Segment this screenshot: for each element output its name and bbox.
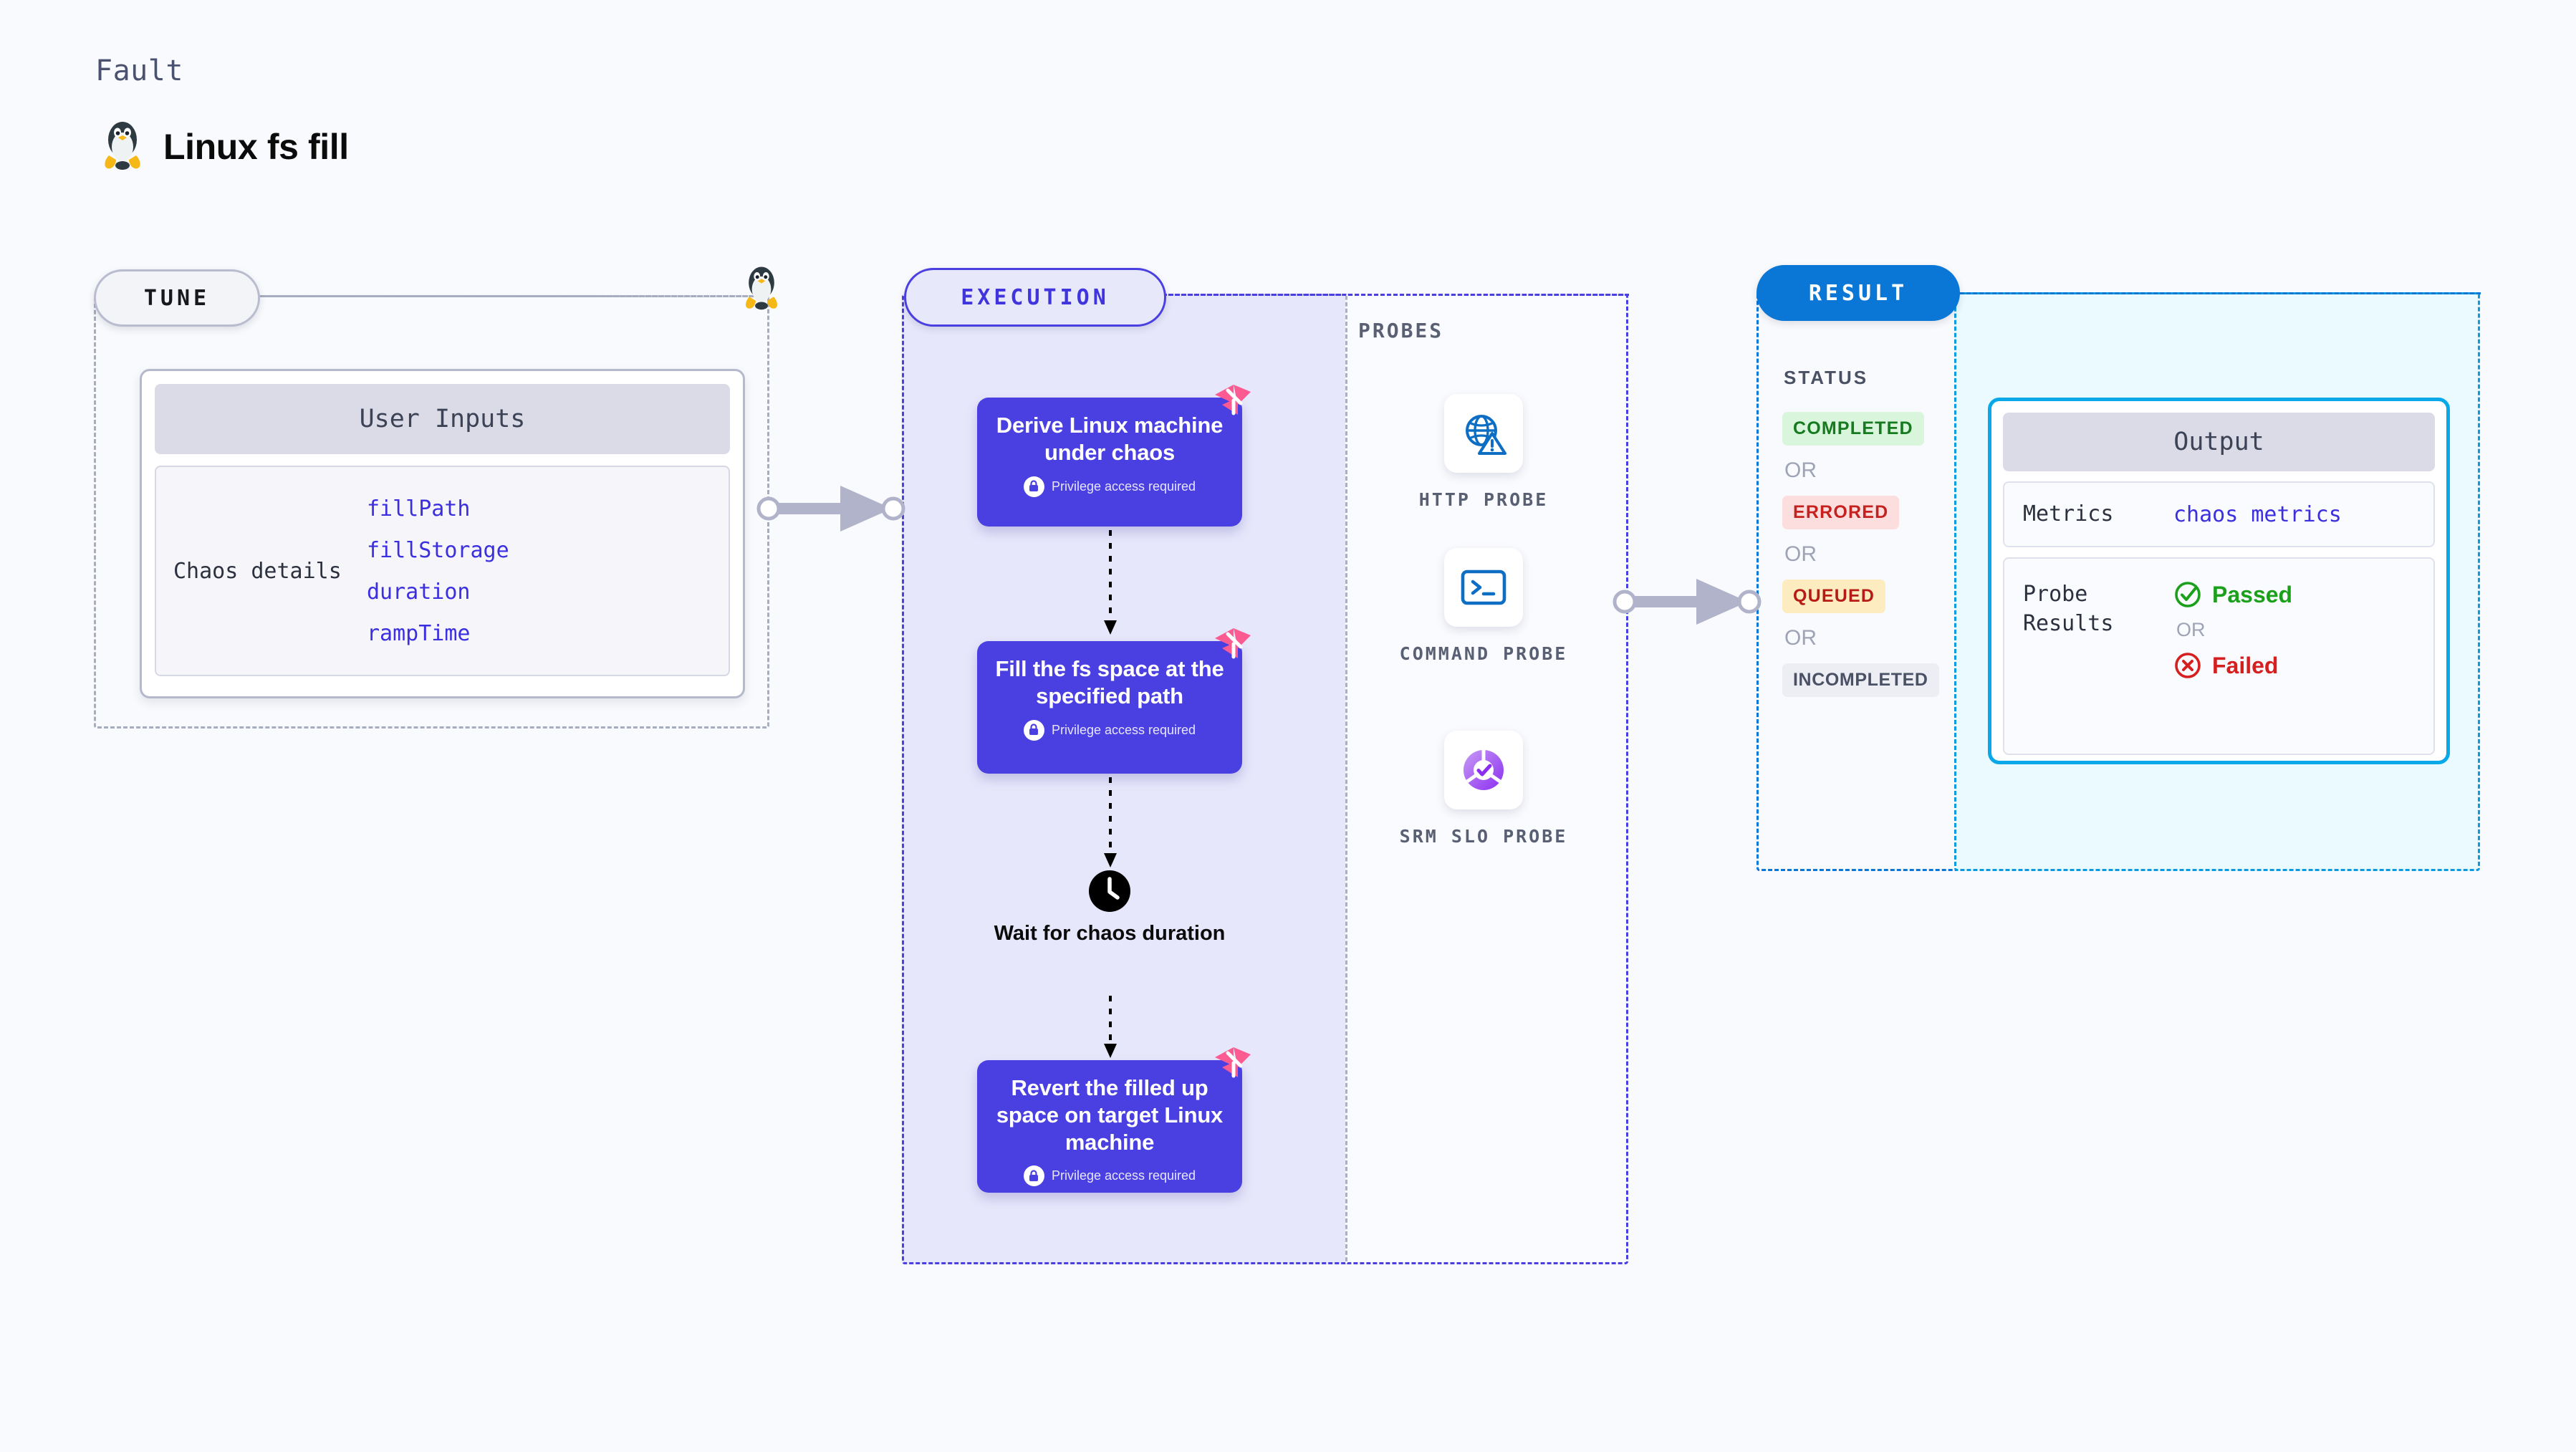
execution-node-title: Derive Linux machine under chaos xyxy=(996,413,1224,465)
section-pill-tune[interactable]: TUNE xyxy=(94,269,260,327)
status-or-3: OR xyxy=(1784,626,1817,650)
passed-label: Passed xyxy=(2212,581,2293,607)
probe-label: HTTP PROBE xyxy=(1418,489,1549,510)
status-title: STATUS xyxy=(1784,367,1869,388)
lock-icon xyxy=(1023,476,1044,497)
privilege-note-text: Privilege access required xyxy=(1051,1168,1196,1183)
probe-results-row: Probe Results Passed OR Failed xyxy=(2003,557,2435,755)
wait-node-label: Wait for chaos duration xyxy=(994,922,1226,945)
status-or-2: OR xyxy=(1784,542,1817,566)
chaos-param-duration[interactable]: duration xyxy=(367,579,471,605)
probe-label: COMMAND PROBE xyxy=(1399,643,1568,664)
execution-node-title: Revert the filled up space on target Lin… xyxy=(996,1075,1224,1155)
linux-penguin-icon xyxy=(738,264,785,311)
chaos-details-row: Chaos details fillPath fillStorage durat… xyxy=(155,466,730,676)
flow-arrow-2 xyxy=(1104,777,1117,867)
probes-title: PROBES xyxy=(1358,319,1444,342)
harness-flag-icon xyxy=(1215,385,1251,415)
flow-arrow-1 xyxy=(1104,530,1117,635)
chaos-param-list: fillPath fillStorage duration rampTime xyxy=(367,496,509,646)
metrics-row: Metrics chaos metrics xyxy=(2003,481,2435,547)
chaos-param-fillstorage[interactable]: fillStorage xyxy=(367,537,509,563)
status-badge-queued: QUEUED xyxy=(1782,580,1886,613)
probe-label: SRM SLO PROBE xyxy=(1399,826,1568,847)
status-list: COMPLETED OR ERRORED OR QUEUED OR INCOMP… xyxy=(1782,412,1940,697)
lock-icon xyxy=(1023,719,1044,741)
probe-result-failed: Failed xyxy=(2173,651,2292,680)
metrics-label: Metrics xyxy=(2023,501,2114,527)
privilege-note: Privilege access required xyxy=(1023,476,1196,497)
privilege-note-text: Privilege access required xyxy=(1051,722,1196,737)
tune-connector-line xyxy=(256,295,761,297)
user-inputs-card: User Inputs Chaos details fillPath fillS… xyxy=(140,369,745,698)
probe-item-srm-slo[interactable]: SRM SLO PROBE xyxy=(1398,731,1570,850)
status-badge-errored: ERRORED xyxy=(1782,496,1900,529)
probe-result-passed: Passed xyxy=(2173,580,2292,609)
status-or-1: OR xyxy=(1784,458,1817,482)
connector-probes-to-result xyxy=(1613,579,1762,625)
privilege-note: Privilege access required xyxy=(1023,719,1196,741)
probe-tile xyxy=(1444,731,1523,809)
probe-item-command[interactable]: COMMAND PROBE xyxy=(1398,548,1570,667)
execution-node-revert[interactable]: Revert the filled up space on target Lin… xyxy=(977,1047,1251,1193)
lock-icon xyxy=(1023,1165,1044,1187)
chaos-param-fillpath[interactable]: fillPath xyxy=(367,496,471,521)
probe-results-label: Probe Results xyxy=(2023,582,2114,636)
fault-kicker-label: Fault xyxy=(95,54,183,87)
user-inputs-header: User Inputs xyxy=(155,384,730,454)
slo-donut-check-icon xyxy=(1464,750,1504,790)
probe-result-or: OR xyxy=(2176,619,2206,640)
clock-icon xyxy=(1089,870,1130,912)
execution-connector-line xyxy=(1162,294,1629,296)
output-header: Output xyxy=(2003,413,2435,471)
harness-flag-icon xyxy=(1215,628,1251,659)
chaos-details-label: Chaos details xyxy=(173,558,342,584)
terminal-icon xyxy=(1461,569,1506,605)
page-title: Linux fs fill xyxy=(163,126,349,167)
failed-label: Failed xyxy=(2212,652,2279,678)
privilege-note: Privilege access required xyxy=(1023,1165,1196,1187)
connector-tune-to-execution xyxy=(756,486,905,532)
chaos-param-ramptime[interactable]: rampTime xyxy=(367,620,471,646)
output-card: Output Metrics chaos metrics Probe Resul… xyxy=(1988,398,2450,764)
status-badge-completed: COMPLETED xyxy=(1782,412,1924,446)
execution-wait-node: Wait for chaos duration xyxy=(991,870,1228,946)
execution-node-fill[interactable]: Fill the fs space at the specified path … xyxy=(977,628,1251,774)
probe-tile xyxy=(1444,548,1523,627)
execution-node-derive[interactable]: Derive Linux machine under chaos Privile… xyxy=(977,385,1251,527)
execution-node-title: Fill the fs space at the specified path xyxy=(995,656,1224,708)
probe-results-values: Passed OR Failed xyxy=(2173,580,2292,680)
result-connector-line xyxy=(1960,292,2481,294)
status-badge-incompleted: INCOMPLETED xyxy=(1782,663,1939,697)
linux-penguin-icon xyxy=(100,118,145,175)
section-pill-execution[interactable]: EXECUTION xyxy=(904,268,1166,327)
probe-item-http[interactable]: HTTP PROBE xyxy=(1398,394,1570,513)
globe-warning-icon xyxy=(1466,415,1506,455)
probe-tile xyxy=(1444,394,1523,473)
fault-title-row: Linux fs fill xyxy=(100,118,349,175)
flow-arrow-3 xyxy=(1104,996,1117,1058)
section-pill-result[interactable]: RESULT xyxy=(1756,265,1960,321)
harness-flag-icon xyxy=(1215,1047,1251,1078)
metrics-value[interactable]: chaos metrics xyxy=(2173,501,2342,527)
check-circle-icon xyxy=(2175,582,2201,607)
privilege-note-text: Privilege access required xyxy=(1051,479,1196,494)
x-circle-icon xyxy=(2175,653,2201,678)
